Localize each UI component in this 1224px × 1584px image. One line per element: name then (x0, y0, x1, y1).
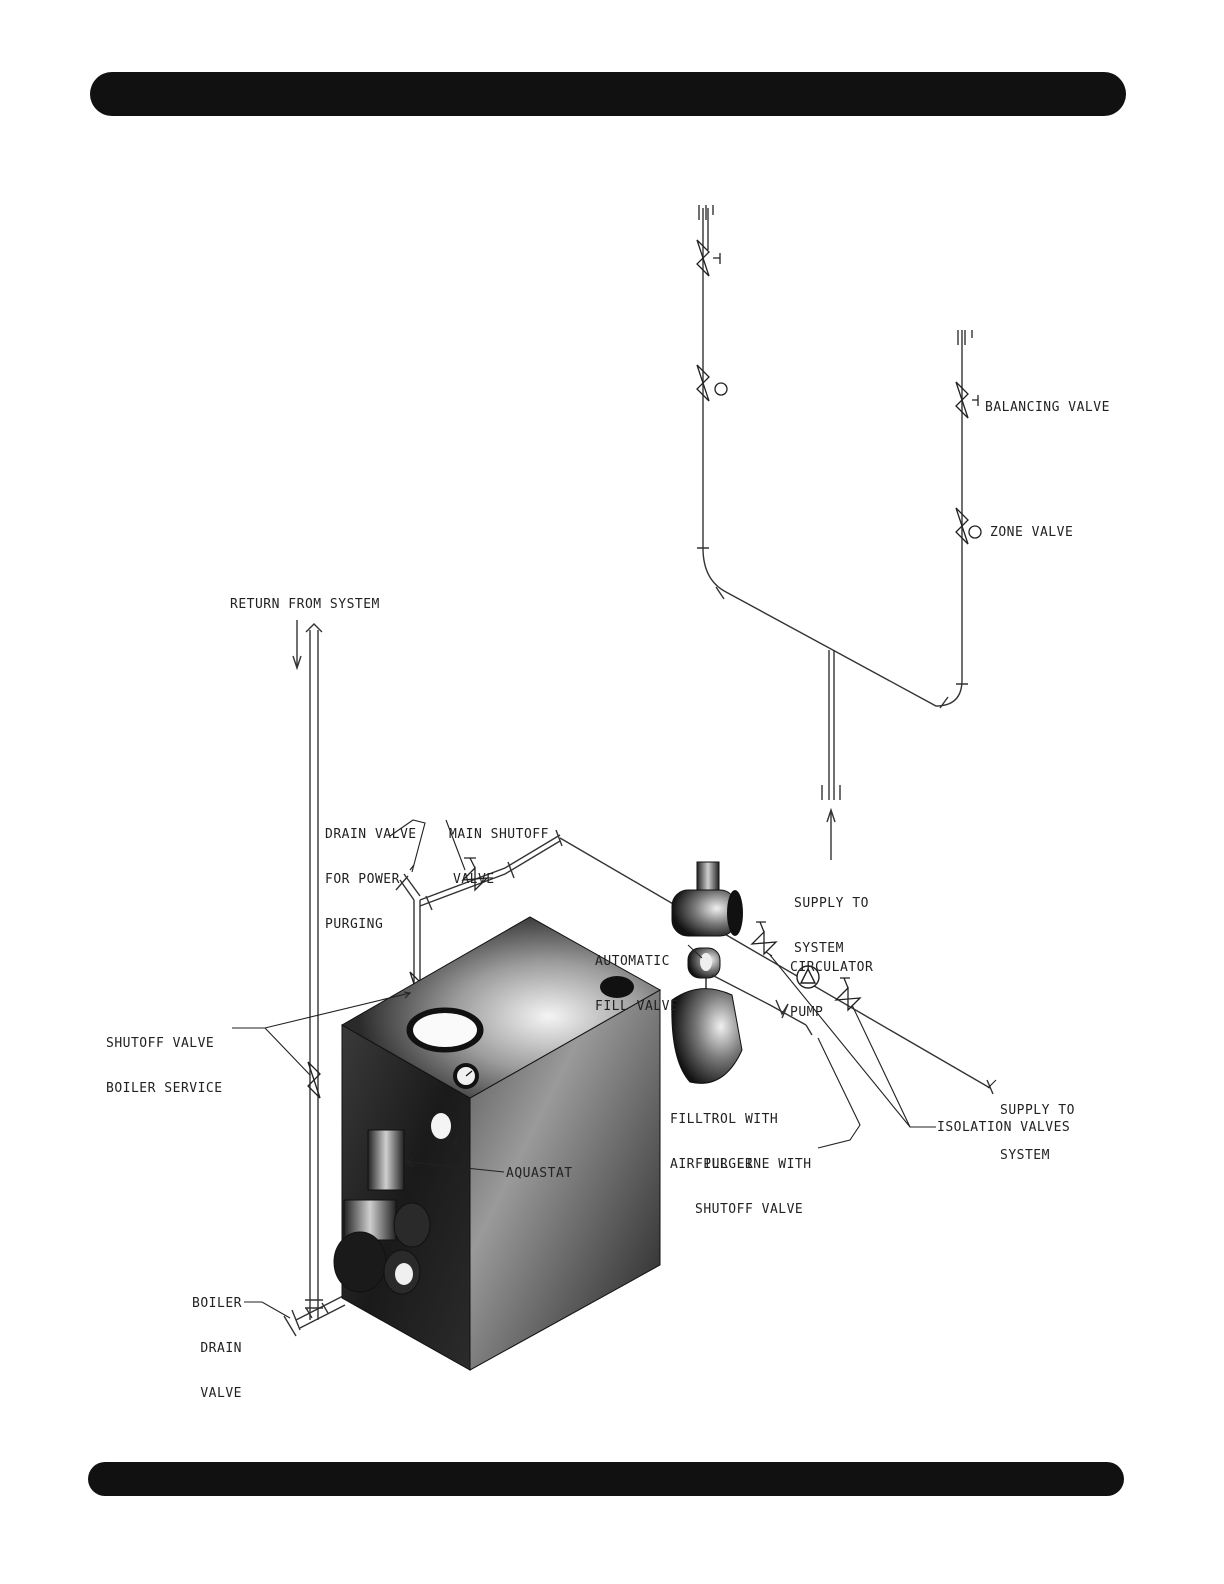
label-aquastat: AQUASTAT (506, 1166, 573, 1181)
footer-bar (88, 1462, 1124, 1496)
label-supply-to-system-top: SUPPLY TO SYSTEM (794, 866, 869, 971)
label-main-shutoff-valve: MAIN SHUTOFF VALVE (449, 797, 549, 902)
label-supply-to-system-right: SUPPLY TO SYSTEM (1000, 1073, 1075, 1178)
boiler-service-shutoff-valve (307, 1061, 321, 1099)
label-circulator-pump: CIRCULATOR PUMP (790, 930, 873, 1035)
label-balancing-valve: BALANCING VALVE (985, 400, 1110, 415)
boiler (333, 916, 662, 1371)
label-line: CIRCULATOR (790, 960, 874, 975)
fill-line (711, 974, 813, 1036)
label-line: VALVE (453, 872, 495, 887)
label-line: SUPPLY TO (1000, 1103, 1075, 1118)
label-line: BOILER SERVICE (106, 1081, 223, 1096)
label-fill-line-shutoff-valve: FILL LINE WITH SHUTOFF VALVE (695, 1127, 812, 1232)
label-line: FILL VALVE (595, 999, 679, 1014)
isolation-valve-2 (834, 977, 862, 1012)
label-line: AUTOMATIC (595, 954, 670, 969)
label-line: SHUTOFF VALVE (106, 1036, 215, 1051)
leader-lines (232, 819, 997, 1319)
label-automatic-fill-valve: AUTOMATIC FILL VALVE (595, 924, 678, 1029)
label-line: MAIN SHUTOFF (449, 827, 549, 842)
isolation-valve-1 (750, 921, 778, 956)
label-return-from-system: RETURN FROM SYSTEM (230, 597, 380, 612)
label-line: SYSTEM (794, 941, 844, 956)
label-line: FILLTROL WITH (670, 1112, 779, 1127)
label-line: DRAIN VALVE (325, 827, 417, 842)
zone-valve-right (955, 507, 982, 545)
zone-piping (697, 205, 973, 860)
label-line: SHUTOFF VALVE (695, 1202, 804, 1217)
main-shutoff-valve (461, 857, 489, 892)
header-bar (90, 72, 1126, 116)
return-piping (283, 620, 346, 1337)
label-drain-valve-power-purging: DRAIN VALVE FOR POWER PURGING (325, 797, 417, 947)
label-line: VALVE (200, 1386, 242, 1401)
label-line: FOR POWER (325, 872, 400, 887)
zone-valve-left (696, 364, 728, 402)
label-line: DRAIN (200, 1341, 242, 1356)
label-filltrol-air-purger: FILLTROL WITH AIR PURGER (670, 1082, 778, 1187)
label-line: PUMP (790, 1005, 824, 1020)
label-line: SUPPLY TO (794, 896, 869, 911)
label-line: FILL LINE WITH (695, 1157, 812, 1172)
label-supply-marker: S (452, 1138, 461, 1153)
balancing-valve-left (696, 239, 721, 277)
label-line: BOILER (192, 1296, 242, 1311)
circulator-pump (796, 965, 820, 989)
air-separator (671, 861, 743, 1084)
label-zone-valve: ZONE VALVE (990, 525, 1074, 540)
label-line: SYSTEM (1000, 1148, 1050, 1163)
balancing-valve-right (955, 381, 979, 419)
label-isolation-valves: ISOLATION VALVES (937, 1120, 1071, 1135)
label-line: AIR PURGER (670, 1157, 754, 1172)
label-line: PURGING (325, 917, 384, 932)
label-boiler-drain-valve: BOILER DRAIN VALVE (176, 1266, 242, 1416)
label-shutoff-valve-boiler-service: SHUTOFF VALVE BOILER SERVICE (106, 1006, 223, 1111)
